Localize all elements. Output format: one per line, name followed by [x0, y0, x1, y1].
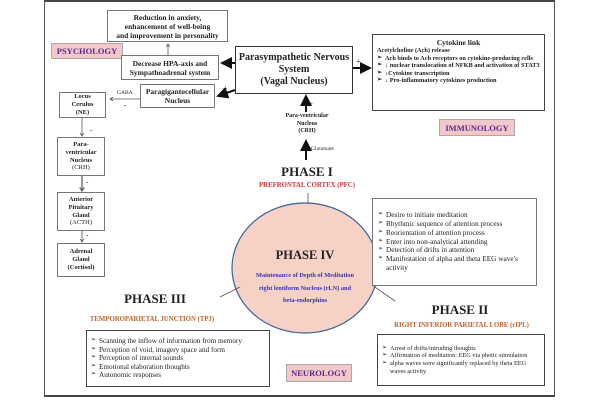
phase1-list-box: Desire to initiate meditation Rhythmic s…: [372, 198, 537, 286]
phase3-item: Perception of internal sounds: [91, 354, 265, 363]
phase4-line: beta-endorphins: [282, 297, 328, 305]
phase3-item: Autonomic responses: [91, 371, 265, 380]
chain-line: (ACTH): [69, 219, 93, 227]
pvn-left-box: Para- ventricular Nucleus (CRH): [57, 137, 105, 176]
cytokine-item: ↓ Pro-inflammatory cytokines production: [377, 77, 540, 85]
minus-sign: -: [86, 231, 89, 239]
plus-sign: +: [309, 100, 313, 108]
cytokine-item: Ach binds to Ach receptors on cytokine-p…: [377, 55, 540, 63]
cytokine-item: ↓ nuclear translocation of NFKB and acti…: [377, 62, 540, 70]
paragigantocellular-line: Paragigantocellular: [145, 87, 210, 96]
phase2-region: RIGHT INFERIOR PARIETAL LOBE (rIPL): [394, 322, 529, 329]
cytokine-title: Cytokine link: [436, 38, 481, 47]
adrenal-gland-box: Adrenal Gland (Cortisol): [57, 243, 105, 277]
pvn-center-line: Para-ventricular: [285, 113, 329, 119]
phase4-title: PHASE IV: [275, 248, 335, 262]
chain-line: Nucleus: [69, 156, 93, 164]
cytokine-box: Cytokine link Acetylcholine (Ach) releas…: [372, 34, 545, 111]
chain-line: (CRH): [72, 164, 90, 172]
phase4-line: right lentiform Nucleus (rLN) and: [259, 284, 351, 292]
phase4-description: Maintenance of Depth of Meditation right…: [240, 270, 370, 308]
phase4-circle: [231, 202, 379, 334]
locus-cerulus-box: Locus Cerulus (NE): [59, 92, 106, 118]
phase1-item: Manifestation of alpha and theta EEG wav…: [378, 254, 531, 273]
immunology-tag: IMMUNOLOGY: [439, 119, 515, 136]
chain-line: Locus: [74, 93, 91, 101]
pvn-center-line: Nucleus: [296, 120, 318, 127]
gaba-label: GABA: [117, 90, 133, 96]
plus-sign: +: [223, 84, 228, 93]
phase1-item: Desire to initiate meditation: [378, 211, 531, 220]
pns-box: Parasympathetic Nervous System (Vagal Nu…: [235, 46, 353, 94]
pvn-center-label: Para-ventricular Nucleus (CRH): [276, 113, 338, 136]
chain-line: Gland: [72, 256, 90, 264]
arrow-pns-to-paragigantocellular: [216, 87, 236, 99]
phase2-item: Affirmation of meditation: EEG via photi…: [382, 352, 540, 360]
phase1-item: Rhythmic sequence of attention process: [378, 219, 531, 229]
cytokine-item: ↓Cytokine transcription: [377, 70, 540, 78]
phase1-list: Desire to initiate meditation Rhythmic s…: [378, 211, 531, 272]
plus-sign: +: [356, 57, 361, 66]
paragigantocellular-line: Nucleus: [164, 96, 191, 105]
phase2-item: Arrest of drifts/intruding thoughts: [382, 345, 540, 353]
phase3-list: Scanning the inflow of information from …: [91, 337, 265, 380]
reduction-line: and improvement in personality: [116, 30, 219, 40]
phase1-item: Detection of drifts in attention: [378, 246, 531, 255]
cytokine-subtitle: Acetylcholine (Ach) release: [377, 47, 450, 54]
pns-line: (Vagal Nucleus): [260, 76, 328, 87]
chain-line: ventricular: [65, 148, 97, 156]
chain-line: Anterior: [68, 195, 94, 203]
chain-line: Pituitary: [68, 203, 94, 211]
chain-line: (Cortisol): [67, 263, 95, 271]
minus-sign: -: [124, 101, 127, 109]
phase3-item: Perception of void, imagery space and fo…: [91, 346, 265, 355]
reduction-line: Reduction in anxiety,: [133, 12, 202, 22]
phase1-region: PREFRONTAL CORTEX (PFC): [259, 182, 355, 189]
minus-sign: -: [86, 178, 89, 186]
chain-line: Adrenal: [69, 248, 93, 256]
cytokine-list: Ach binds to Ach receptors on cytokine-p…: [377, 55, 540, 85]
pvn-center-line: (CRH): [298, 128, 316, 134]
phase2-item: alpha waves were significantly replaced …: [382, 360, 540, 375]
glutamate-label: Glutamate: [311, 146, 334, 152]
phase3-item: Emotional elaboration thoughts: [91, 363, 265, 372]
decrease-line: Sympathoadrenal system: [129, 67, 211, 77]
chain-line: Gland: [72, 211, 90, 219]
chain-line: Cerulus: [71, 101, 94, 109]
anterior-pituitary-box: Anterior Pituitary Gland (ACTH): [57, 192, 105, 231]
decrease-hpa-box: Decrease HPA-axis and Sympathoadrenal sy…: [121, 55, 219, 80]
chain-line: (NE): [75, 108, 90, 116]
chain-line: Para-: [73, 140, 89, 148]
line-circle-to-phase2: [371, 284, 396, 302]
phase3-region: TEMPOROPARIETAL JUNCTION (TPJ): [89, 316, 215, 323]
phase1-title: PHASE I: [281, 164, 333, 179]
phase2-title: PHASE II: [431, 302, 489, 317]
phase3-item: Scanning the inflow of information from …: [91, 337, 265, 346]
phase3-list-box: Scanning the inflow of information from …: [86, 330, 270, 387]
paragigantocellular-box: Paragigantocellular Nucleus: [140, 84, 215, 108]
phase1-item: Enter into non-analytical attending: [378, 237, 531, 247]
line-circle-to-phase3: [219, 286, 241, 298]
pns-line: System: [278, 64, 310, 75]
pns-line: Parasympathetic Nervous: [238, 52, 350, 63]
phase4-line: Maintenance of Depth of Meditation: [256, 272, 354, 279]
figure-frame: [44, 0, 555, 397]
reduction-box: Reduction in anxiety, enhancement of wel…: [107, 10, 228, 42]
decrease-line: Decrease HPA-axis and: [132, 58, 208, 68]
reduction-line: enhancement of well-being: [124, 21, 211, 31]
phase1-item: Reorientation of attention process: [378, 228, 531, 238]
neurology-tag: NEUROLOGY: [286, 364, 352, 382]
phase2-list-box: Arrest of drifts/intruding thoughts Affi…: [377, 334, 545, 386]
psychology-tag: PSYCHOLOGY: [51, 43, 123, 59]
phase3-title: PHASE III: [124, 291, 186, 306]
phase2-list: Arrest of drifts/intruding thoughts Affi…: [382, 345, 540, 375]
minus-sign: -: [90, 126, 93, 134]
